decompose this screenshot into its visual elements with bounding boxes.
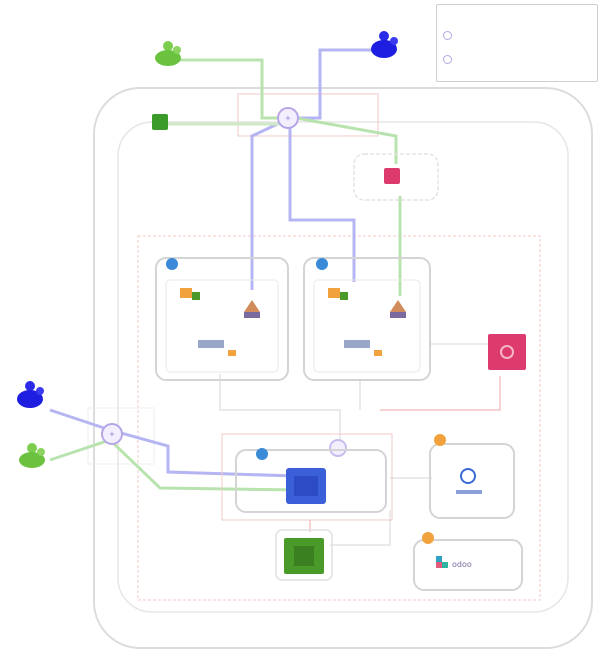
odoo-logo: odoo xyxy=(452,560,472,569)
blue-badge-icon xyxy=(256,448,268,460)
odoo-icon-b xyxy=(436,562,442,568)
odoo-icon-c xyxy=(442,562,448,568)
server-container xyxy=(235,449,387,513)
pink-node-container xyxy=(353,153,439,201)
user-head xyxy=(25,381,35,391)
blue-badge-icon xyxy=(166,258,178,270)
user-left-2 xyxy=(19,443,45,468)
user-head xyxy=(379,31,389,41)
service-icon xyxy=(460,468,476,484)
server-icon-shade xyxy=(294,476,318,496)
green-link-top xyxy=(172,58,288,120)
app-container-right-inner xyxy=(313,279,421,373)
green-link-left2 xyxy=(49,438,301,492)
router-middle-ring xyxy=(329,439,347,457)
orange-badge-icon xyxy=(434,434,446,446)
legend-dot-icon xyxy=(443,55,452,64)
router-left-ring xyxy=(101,423,123,445)
stack-icon xyxy=(244,300,260,312)
user-top-left xyxy=(155,41,181,66)
pink-node-icon xyxy=(384,168,400,184)
green-tag-icon xyxy=(152,114,168,130)
legend-row xyxy=(443,31,458,40)
legend-row xyxy=(443,55,458,64)
panel-icon-badge xyxy=(228,350,236,356)
green-storage-shade xyxy=(294,546,314,566)
orange-icon xyxy=(328,288,340,298)
user-head-2 xyxy=(37,448,45,456)
router-top-glyph: ✦ xyxy=(285,114,292,123)
bottom-zone xyxy=(221,433,393,521)
gray-link-5 xyxy=(330,510,391,546)
user-head-2 xyxy=(390,37,398,45)
legend-dot-icon xyxy=(443,31,452,40)
user-body xyxy=(155,50,181,66)
user-top-right xyxy=(371,31,398,58)
green-link-pink xyxy=(295,116,398,164)
gray-link-1 xyxy=(219,374,341,440)
user-body xyxy=(17,390,43,408)
pink-db-icon xyxy=(488,334,526,370)
blue-link-b xyxy=(288,124,356,282)
user-head xyxy=(163,41,173,51)
router-top-ring xyxy=(277,107,299,129)
panel-icon-badge xyxy=(374,350,382,356)
green-storage-container xyxy=(275,529,333,581)
blue-badge-icon xyxy=(316,258,328,270)
blue-link-left xyxy=(49,408,297,478)
green-icon xyxy=(192,292,200,300)
user-left-1 xyxy=(17,381,44,408)
service-container xyxy=(429,443,515,519)
orange-badge-icon xyxy=(422,532,434,544)
router-left-glyph: ✦ xyxy=(109,430,116,439)
user-body xyxy=(19,452,45,468)
user-head-2 xyxy=(36,387,44,395)
top-router-zone xyxy=(237,93,379,137)
service-icon-label xyxy=(456,490,482,494)
user-head xyxy=(27,443,37,453)
panel-icon xyxy=(198,340,224,348)
odoo-icon-a xyxy=(436,556,442,562)
app-container-right xyxy=(303,257,431,381)
router-left: ✦ xyxy=(101,423,123,445)
orange-icon xyxy=(180,288,192,298)
stack-icon-base xyxy=(390,312,406,318)
green-icon xyxy=(340,292,348,300)
router-top: ✦ xyxy=(277,107,299,129)
pink-link-1 xyxy=(380,376,501,411)
odoo-container xyxy=(413,539,523,591)
blue-link-top xyxy=(292,48,386,120)
blue-link-a xyxy=(250,118,287,290)
router-middle xyxy=(329,439,347,457)
region-boundary xyxy=(137,235,541,601)
legend xyxy=(436,4,598,82)
left-router-zone xyxy=(87,407,155,465)
user-body xyxy=(371,40,397,58)
stack-icon-base xyxy=(244,312,260,318)
app-container-left xyxy=(155,257,289,381)
pink-db-glyph xyxy=(500,345,514,359)
inner-boundary xyxy=(117,121,569,613)
outer-boundary xyxy=(93,87,593,649)
app-container-left-inner xyxy=(165,279,279,373)
user-head-2 xyxy=(173,46,181,54)
panel-icon xyxy=(344,340,370,348)
stack-icon xyxy=(390,300,406,312)
